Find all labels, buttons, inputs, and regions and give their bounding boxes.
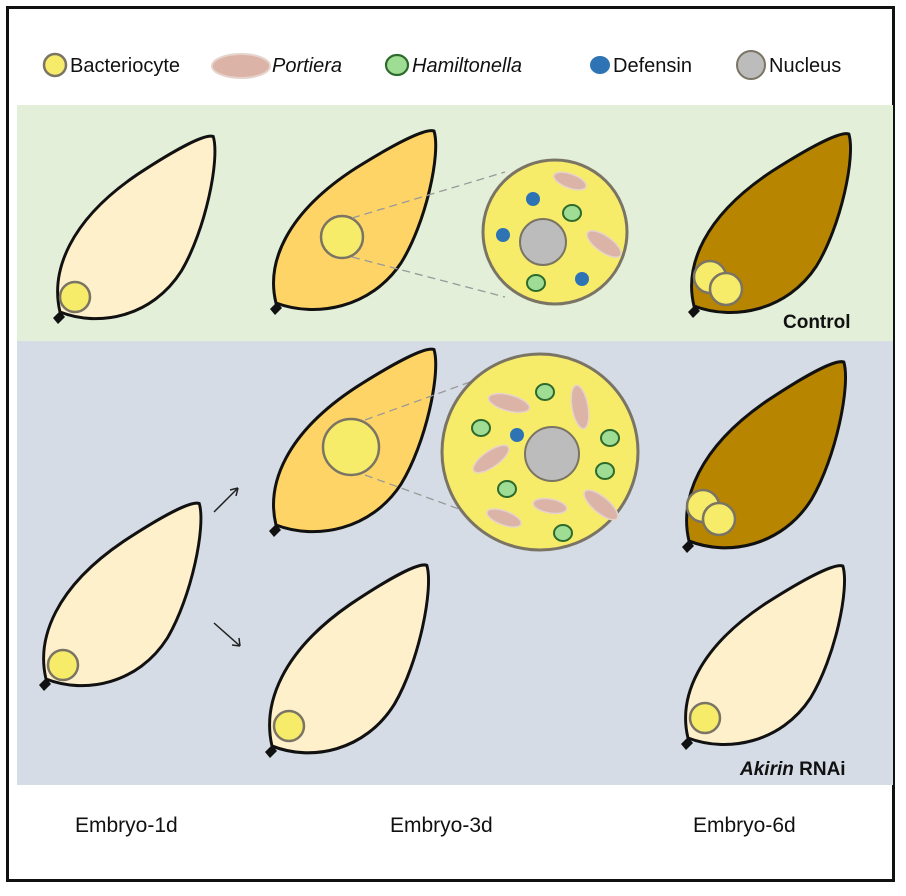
- hamiltonella-swatch-icon: [384, 53, 410, 77]
- rnai-embryo-1d: [39, 501, 203, 691]
- legend-hamiltonella: Hamiltonella: [384, 53, 522, 77]
- stage-label-6d: Embryo-6d: [693, 814, 796, 837]
- zoom-guide-line: [364, 474, 471, 514]
- embryo-tip-icon: [681, 737, 693, 750]
- hamiltonella: [497, 480, 517, 498]
- hamiltonella: [471, 419, 491, 437]
- defensin: [526, 192, 540, 206]
- embryo-tip-icon: [270, 302, 282, 315]
- legend-nucleus-label: Nucleus: [769, 55, 841, 77]
- rnai-bacteriocyte-zoom: [440, 352, 640, 552]
- bacteriocyte: [708, 271, 744, 307]
- defensin-swatch-icon: [590, 56, 610, 74]
- control-bacteriocyte-zoom: [481, 158, 629, 306]
- embryo-tip-icon: [39, 678, 51, 691]
- bacteriocyte: [321, 417, 381, 477]
- portiera: [570, 384, 590, 430]
- arrow-down-icon: [213, 622, 241, 647]
- hamiltonella: [600, 429, 620, 447]
- portiera: [583, 489, 619, 521]
- legend-portiera-label: Portiera: [272, 55, 342, 77]
- legend-bacteriocyte-label: Bacteriocyte: [70, 55, 180, 77]
- legend: Bacteriocyte Portiera Hamiltonella Defen…: [42, 50, 841, 80]
- portiera: [472, 444, 510, 474]
- legend-hamiltonella-label: Hamiltonella: [412, 55, 522, 77]
- rnai-embryo-6d-lower: [681, 564, 847, 750]
- rnai-embryo-3d-lower: [265, 563, 431, 758]
- nucleus: [524, 426, 580, 482]
- embryo-tip-icon: [688, 305, 700, 318]
- defensin: [575, 272, 589, 286]
- control-label: Control: [783, 312, 851, 333]
- bacteriocyte: [701, 501, 737, 537]
- stage-label-3d: Embryo-3d: [390, 814, 493, 837]
- hamiltonella: [553, 524, 573, 542]
- embryo-tip-icon: [682, 540, 694, 553]
- bacteriocyte: [688, 701, 722, 735]
- portiera: [553, 171, 587, 191]
- bacteriocyte: [58, 280, 92, 314]
- zoom-guide-line: [351, 171, 506, 219]
- portiera-swatch-icon: [211, 53, 271, 79]
- hamiltonella: [535, 383, 555, 401]
- nucleus-swatch-icon: [736, 50, 766, 80]
- defensin: [496, 228, 510, 242]
- embryo-tip-icon: [265, 745, 277, 758]
- bacteriocyte: [272, 709, 306, 743]
- bacteriocyte: [319, 214, 365, 260]
- control-embryo-3d: [270, 129, 506, 315]
- rnai-gene-name: Akirin: [739, 759, 794, 780]
- hamiltonella: [526, 274, 546, 292]
- nucleus: [519, 218, 567, 266]
- figure-frame: [6, 6, 895, 882]
- hamiltonella: [595, 462, 615, 480]
- legend-nucleus: Nucleus: [736, 50, 841, 80]
- portiera: [586, 230, 622, 258]
- bacteriocyte-swatch-icon: [42, 52, 68, 78]
- rnai-embryo-3d-upper: [269, 347, 471, 537]
- rnai-label: Akirin RNAi: [739, 759, 846, 780]
- legend-defensin-label: Defensin: [613, 55, 692, 77]
- legend-bacteriocyte: Bacteriocyte: [42, 52, 180, 78]
- portiera: [532, 497, 568, 515]
- bacteriocyte: [46, 648, 80, 682]
- control-embryo-1d: [53, 134, 217, 324]
- arrow-up-icon: [213, 487, 239, 513]
- legend-defensin: Defensin: [590, 55, 692, 77]
- legend-portiera: Portiera: [211, 53, 342, 79]
- embryo-tip-icon: [269, 524, 281, 537]
- zoom-guide-line: [351, 256, 506, 298]
- portiera: [487, 392, 531, 414]
- rnai-embryo-6d-upper: [682, 360, 848, 553]
- zoom-guide-line: [364, 381, 471, 421]
- embryo-tip-icon: [53, 311, 65, 324]
- hamiltonella: [562, 204, 582, 222]
- control-embryo-6d: [688, 132, 853, 318]
- rnai-label-suffix: RNAi: [794, 759, 846, 780]
- defensin: [510, 428, 524, 442]
- stage-label-1d: Embryo-1d: [75, 814, 178, 837]
- portiera: [486, 508, 522, 528]
